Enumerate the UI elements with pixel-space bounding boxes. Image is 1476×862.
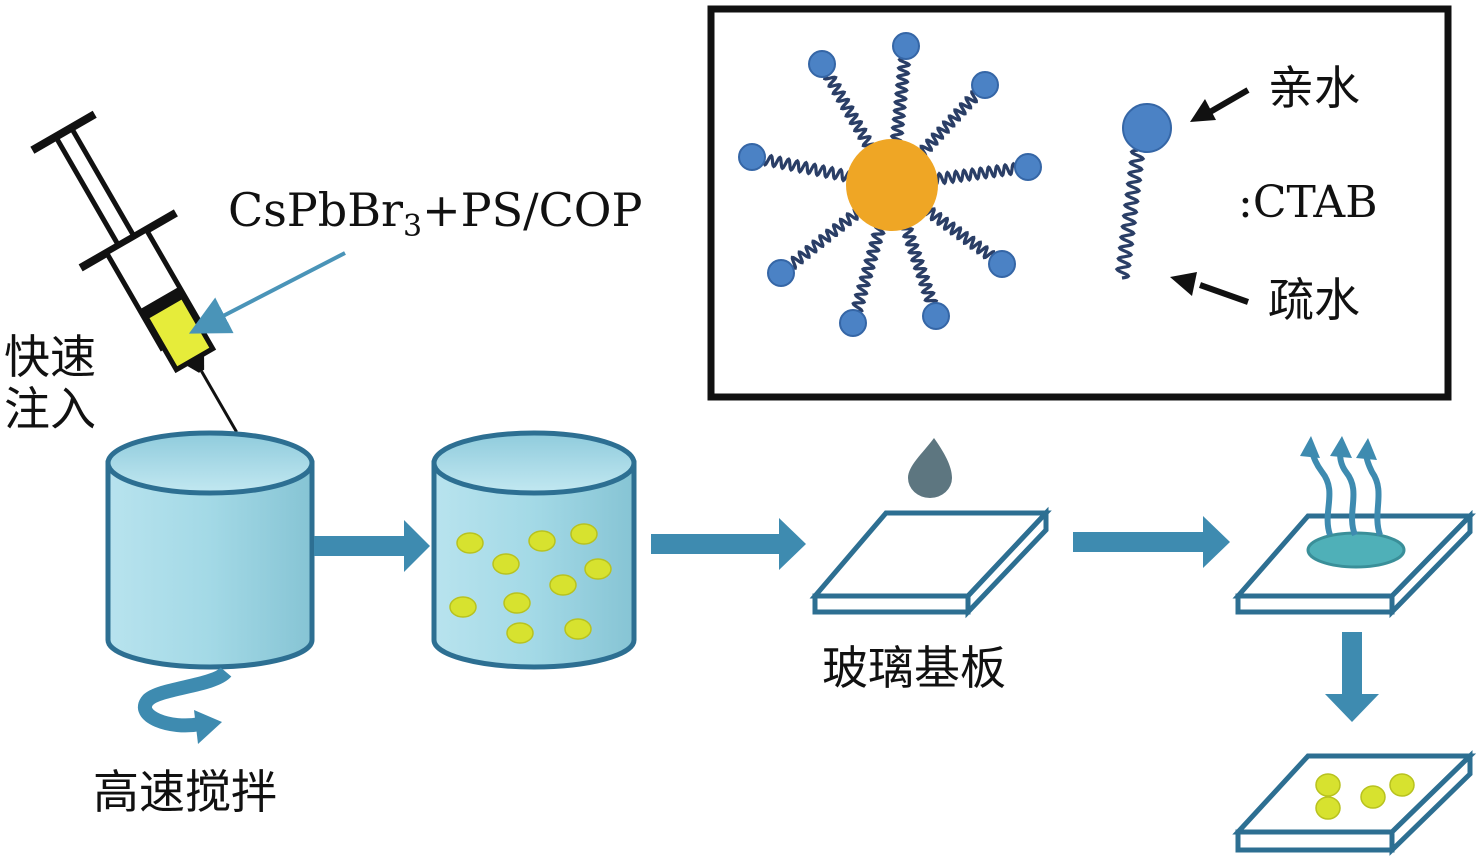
solution-film: [1306, 531, 1406, 569]
inset-border: [707, 5, 1452, 401]
ctab-tail-icon: [1114, 148, 1146, 280]
hydrophobic-label: 疏水: [1268, 273, 1360, 327]
flow-arrow-2: [651, 518, 806, 570]
fast-injection-label-line1: 快速: [4, 330, 96, 384]
ctab-head-icon: [808, 50, 836, 78]
ctab-tail-icon: [923, 207, 996, 260]
micelle-icon: [738, 32, 1042, 337]
ctab-tail-icon: [762, 153, 853, 183]
ctab-head-icon: [971, 71, 999, 99]
deposited-nanocrystals: [1315, 773, 1415, 820]
nanoparticle-icon: [492, 553, 520, 575]
fast-injection-label-line2: 注入: [4, 382, 96, 436]
ctab-molecule-icon: [1114, 103, 1172, 280]
ctab-head-icon: [922, 302, 950, 330]
flow-arrow-1: [314, 520, 430, 572]
ctab-tail-icon: [789, 206, 861, 270]
nanoparticle-icon: [1315, 796, 1341, 820]
flow-arrow-down: [1325, 632, 1379, 722]
ctab-head-icon: [738, 143, 766, 171]
glass-substrate-icon: [809, 506, 1052, 619]
ctab-tail-icon: [932, 161, 1018, 187]
evaporation-arrows-icon: [1300, 436, 1383, 537]
nanoparticle-icon: [456, 532, 484, 554]
nanoparticle-icon: [1315, 773, 1341, 797]
nanoparticle-icon: [503, 592, 531, 614]
nanoparticle-icon: [549, 574, 577, 596]
final-substrate-icon: [1232, 750, 1476, 856]
ctab-inset-panel: 亲水 疏水 :CTAB: [707, 5, 1452, 401]
glass-substrate-label: 玻璃基板: [822, 641, 1006, 695]
reagent-pointer-arrow: [188, 251, 346, 334]
ctab-tail-icon: [822, 73, 877, 150]
hydrophilic-label: 亲水: [1268, 61, 1360, 115]
nanoparticle-beaker-icon: [431, 430, 637, 670]
reagent-label: CsPbBr3+PS/COP: [228, 183, 642, 244]
hydrophobic-pointer-arrow: [1170, 272, 1250, 305]
ctab-head-icon: [1122, 103, 1172, 153]
ctab-tail-icon: [899, 223, 939, 306]
rotation-arrow-icon: [138, 666, 232, 744]
nanoparticle-icon: [528, 530, 556, 552]
flow-arrow-3: [1073, 516, 1230, 568]
droplet-icon: [908, 438, 952, 498]
nanoparticle-icon: [570, 523, 598, 545]
nanoparticle-icon: [1389, 773, 1415, 797]
nanoparticle-icon: [506, 622, 534, 644]
syringe-icon: [30, 110, 238, 433]
hydrophilic-pointer-arrow: [1190, 87, 1250, 122]
film-substrate-icon: [1232, 509, 1476, 619]
ctab-tail-icon: [919, 90, 978, 158]
nanoparticle-group: [449, 523, 612, 644]
ctab-head-icon: [839, 309, 867, 337]
high-speed-stirring-label: 高速搅拌: [93, 765, 277, 819]
ctab-head-icon: [892, 32, 920, 60]
perovskite-core-icon: [846, 139, 938, 231]
ctab-tail-icon: [851, 223, 886, 314]
nanoparticle-icon: [449, 596, 477, 618]
ctab-label: :CTAB: [1238, 177, 1378, 228]
ctab-tail-icon: [889, 56, 912, 145]
ctab-head-icon: [1014, 153, 1042, 181]
stirring-beaker-icon: [105, 430, 315, 670]
nanoparticle-icon: [584, 558, 612, 580]
nanoparticle-icon: [564, 618, 592, 640]
ctab-head-icon: [988, 250, 1016, 278]
ctab-head-icon: [767, 259, 795, 287]
nanoparticle-icon: [1360, 785, 1386, 809]
